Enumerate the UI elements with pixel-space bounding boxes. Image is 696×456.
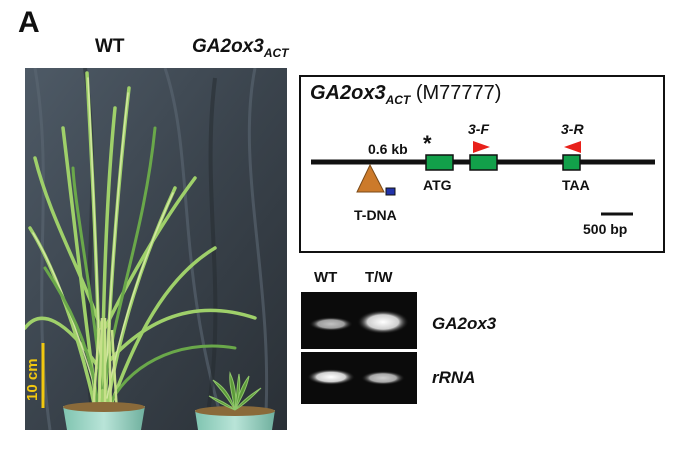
band-rrna-wt [307,369,355,385]
exon-1 [425,154,454,171]
band-rrna-tw [361,371,405,385]
tdna-marker [385,187,396,196]
wt-photo-label: WT [95,36,125,57]
insertion-distance-label: 0.6 kb [368,141,408,157]
gel-row-ga2ox3: GA2ox3 [432,314,497,333]
gel-panel-rrna [301,352,417,404]
mutant-label-sub: ACT [263,45,289,60]
wt-pot [63,406,145,430]
plant-photo: 10 cm [25,68,287,430]
gel-row-rrna: rRNA [432,368,476,387]
band-ga2ox3-tw [357,310,409,334]
insertion-asterisk: * [423,131,432,156]
gene-title-main: GA2ox3 [310,82,386,104]
exon-2 [469,154,498,171]
gel-column-tw: T/W [365,269,393,286]
gene-diagram-title: GA2ox3ACT (M77777) [310,82,501,107]
start-codon-label: ATG [423,177,452,193]
forward-primer-label: 3-F [468,121,489,137]
tdna-label: T-DNA [354,207,397,223]
gene-accession: (M77777) [415,82,502,104]
gene-diagram-box [299,75,665,253]
reverse-primer-label: 3-R [561,121,584,137]
stop-codon-label: TAA [562,177,590,193]
panel-letter: A [18,6,40,39]
gene-structure [311,141,655,216]
photo-background [25,68,287,430]
exon-3 [562,154,581,171]
band-ga2ox3-wt [309,317,353,331]
wt-plant-stems [91,317,119,414]
mutant-label-main: GA2ox3 [192,36,264,57]
reverse-primer-arrow [564,141,581,153]
gene-title-sub: ACT [385,93,411,107]
gene-scale-label: 500 bp [583,221,628,237]
gel-panel-ga2ox3 [301,292,417,349]
mutant-pot-soil [195,406,275,416]
mutant-photo-label: GA2ox3ACT [192,36,288,60]
gel-column-wt: WT [314,269,338,286]
tdna-insertion-triangle [356,163,385,193]
photo-scale-label: 10 cm [25,358,41,401]
wt-pot-soil [63,402,145,412]
mutant-plant [208,371,262,411]
forward-primer-arrow [473,141,490,153]
